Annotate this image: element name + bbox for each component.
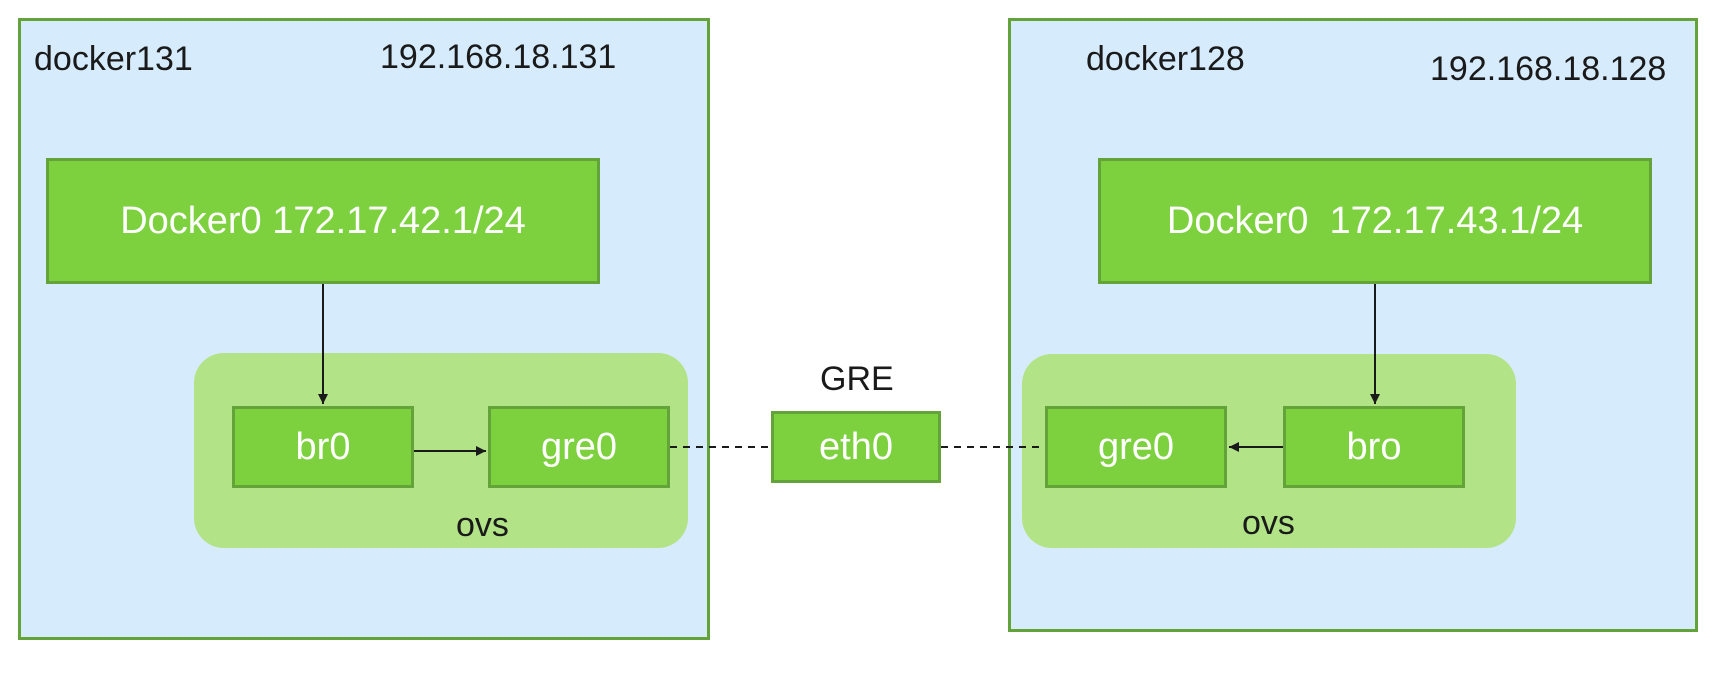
ovs-label-left: ovs — [456, 506, 509, 544]
br0-node-left: br0 — [232, 406, 414, 488]
tunnel-label: GRE — [820, 360, 894, 398]
gre0-node-right: gre0 — [1045, 406, 1227, 488]
eth0-node: eth0 — [771, 411, 941, 483]
docker0-box-left: Docker0 172.17.42.1/24 — [46, 158, 600, 284]
bro-node-right: bro — [1283, 406, 1465, 488]
host-name-left: docker131 — [34, 40, 193, 78]
docker0-box-right: Docker0 172.17.43.1/24 — [1098, 158, 1652, 284]
host-ip-right: 192.168.18.128 — [1430, 50, 1667, 88]
host-name-right: docker128 — [1086, 40, 1245, 78]
host-ip-left: 192.168.18.131 — [380, 38, 617, 76]
ovs-label-right: ovs — [1242, 504, 1295, 542]
gre0-node-left: gre0 — [488, 406, 670, 488]
